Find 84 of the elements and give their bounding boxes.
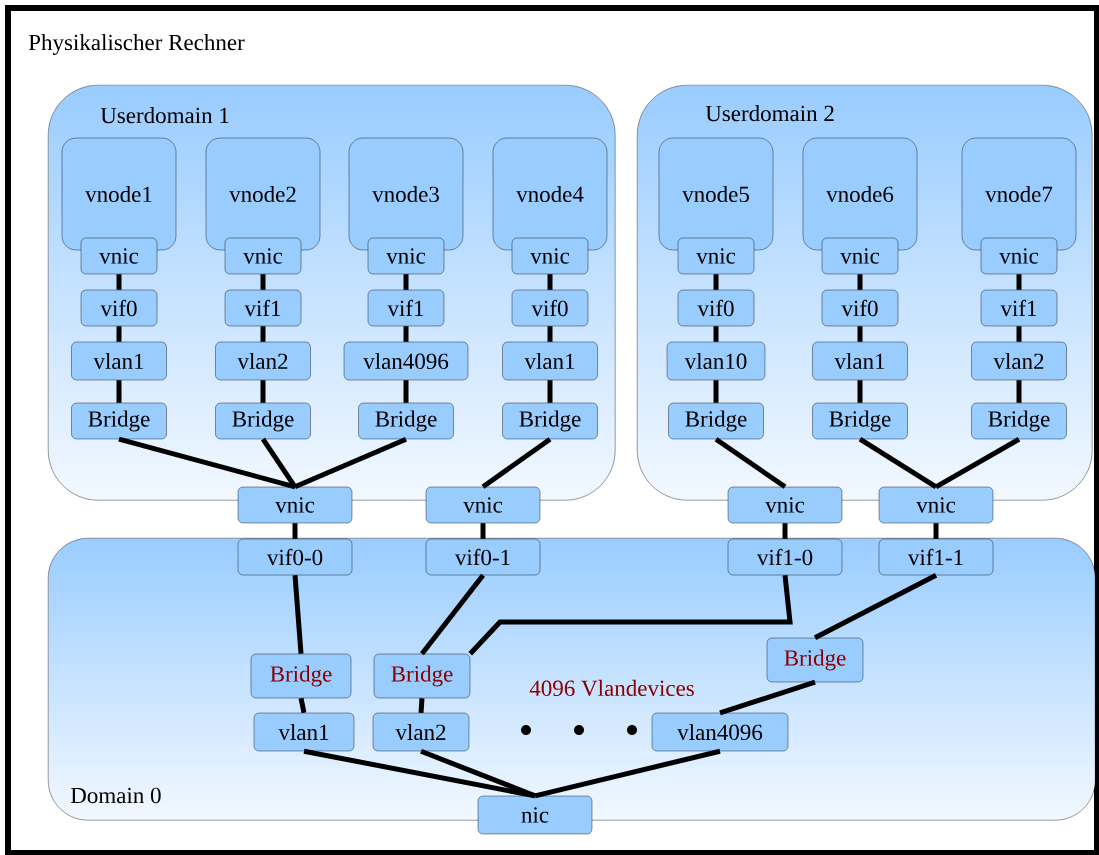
interface-box: vnic [367, 237, 445, 275]
connection-line [547, 274, 553, 290]
connection-line [260, 380, 266, 403]
interface-box: vif0-0 [237, 538, 353, 576]
connection-line [713, 274, 719, 290]
connection-line [420, 748, 536, 799]
connection-line [934, 437, 1021, 489]
interface-box: nic [477, 795, 593, 835]
connection-line [713, 326, 719, 342]
connection-line [116, 274, 122, 290]
connection-line [480, 523, 486, 539]
connection-line [1016, 380, 1022, 403]
connection-line [857, 326, 863, 342]
connection-line [403, 274, 409, 290]
interface-box: vnic [727, 486, 843, 524]
interface-box: vif1 [367, 289, 445, 327]
connection-line [1016, 274, 1022, 290]
connection-line [294, 436, 407, 490]
interface-box: vif1-1 [878, 538, 994, 576]
connection-line [403, 380, 409, 403]
interface-box: vif0 [677, 289, 755, 327]
interface-box: vnic [677, 237, 755, 275]
connection-line [857, 274, 863, 290]
interface-box: vif0 [821, 289, 899, 327]
interface-box: vif0 [80, 289, 158, 327]
connection-line [420, 573, 485, 656]
connection-line [547, 380, 553, 403]
bridge-box: Bridge [373, 653, 471, 699]
interface-box: vlan2 [372, 712, 470, 752]
connection-line [418, 698, 425, 713]
interface-box: Bridge [502, 402, 598, 440]
interface-box: Bridge [358, 402, 454, 440]
interface-box: vnic [511, 237, 589, 275]
connection-line [260, 326, 266, 342]
interface-box: vlan4096 [651, 712, 789, 752]
interface-box: vlan1 [253, 712, 355, 752]
interface-box: vif1 [224, 289, 302, 327]
connection-line [118, 436, 296, 490]
interface-box: vnic [80, 237, 158, 275]
interface-box: vif0-1 [425, 538, 541, 576]
interface-box: vlan1 [502, 341, 598, 381]
interface-box: vnic [224, 237, 302, 275]
interface-box: vlan2 [971, 341, 1067, 381]
bridge-box: Bridge [250, 653, 352, 699]
interface-box: vif1 [980, 289, 1058, 327]
connection-line [481, 437, 552, 489]
interface-box: vlan10 [666, 341, 766, 381]
connection-line [116, 380, 122, 403]
connection-line [298, 697, 307, 714]
connection-line [713, 380, 719, 403]
interface-box: vlan4096 [343, 341, 469, 381]
interface-box: Bridge [812, 402, 908, 440]
interface-box: vif0 [511, 289, 589, 327]
connection-line [468, 574, 793, 656]
interface-box: vlan1 [812, 341, 908, 381]
interface-box: Bridge [668, 402, 764, 440]
connection-line [292, 575, 304, 654]
interface-box: vnic [237, 486, 353, 524]
bridge-box: Bridge [766, 637, 864, 683]
interface-box: Bridge [971, 402, 1067, 440]
connection-line [858, 437, 938, 489]
connection-line [714, 437, 787, 489]
interface-box: Bridge [71, 402, 167, 440]
connection-line [260, 437, 298, 489]
interface-box: vnic [425, 486, 541, 524]
connection-line [116, 326, 122, 342]
interface-box: vlan1 [71, 341, 167, 381]
interface-box: vif1-0 [727, 538, 843, 576]
connection-line [260, 274, 266, 290]
connection-line [547, 326, 553, 342]
connection-line [857, 380, 863, 403]
annotation-text: 4096 Vlandevices [529, 679, 694, 697]
interface-box: vlan2 [215, 341, 311, 381]
connection-line [719, 679, 816, 716]
interface-box: vnic [821, 237, 899, 275]
connection-line [403, 326, 409, 342]
interface-box: vnic [980, 237, 1058, 275]
connection-line [933, 523, 939, 539]
connection-line [813, 573, 938, 641]
connection-line [292, 523, 298, 539]
connection-line [782, 523, 788, 539]
interface-box: Bridge [215, 402, 311, 440]
interface-box: vnic [878, 486, 994, 524]
connection-line [1016, 326, 1022, 342]
